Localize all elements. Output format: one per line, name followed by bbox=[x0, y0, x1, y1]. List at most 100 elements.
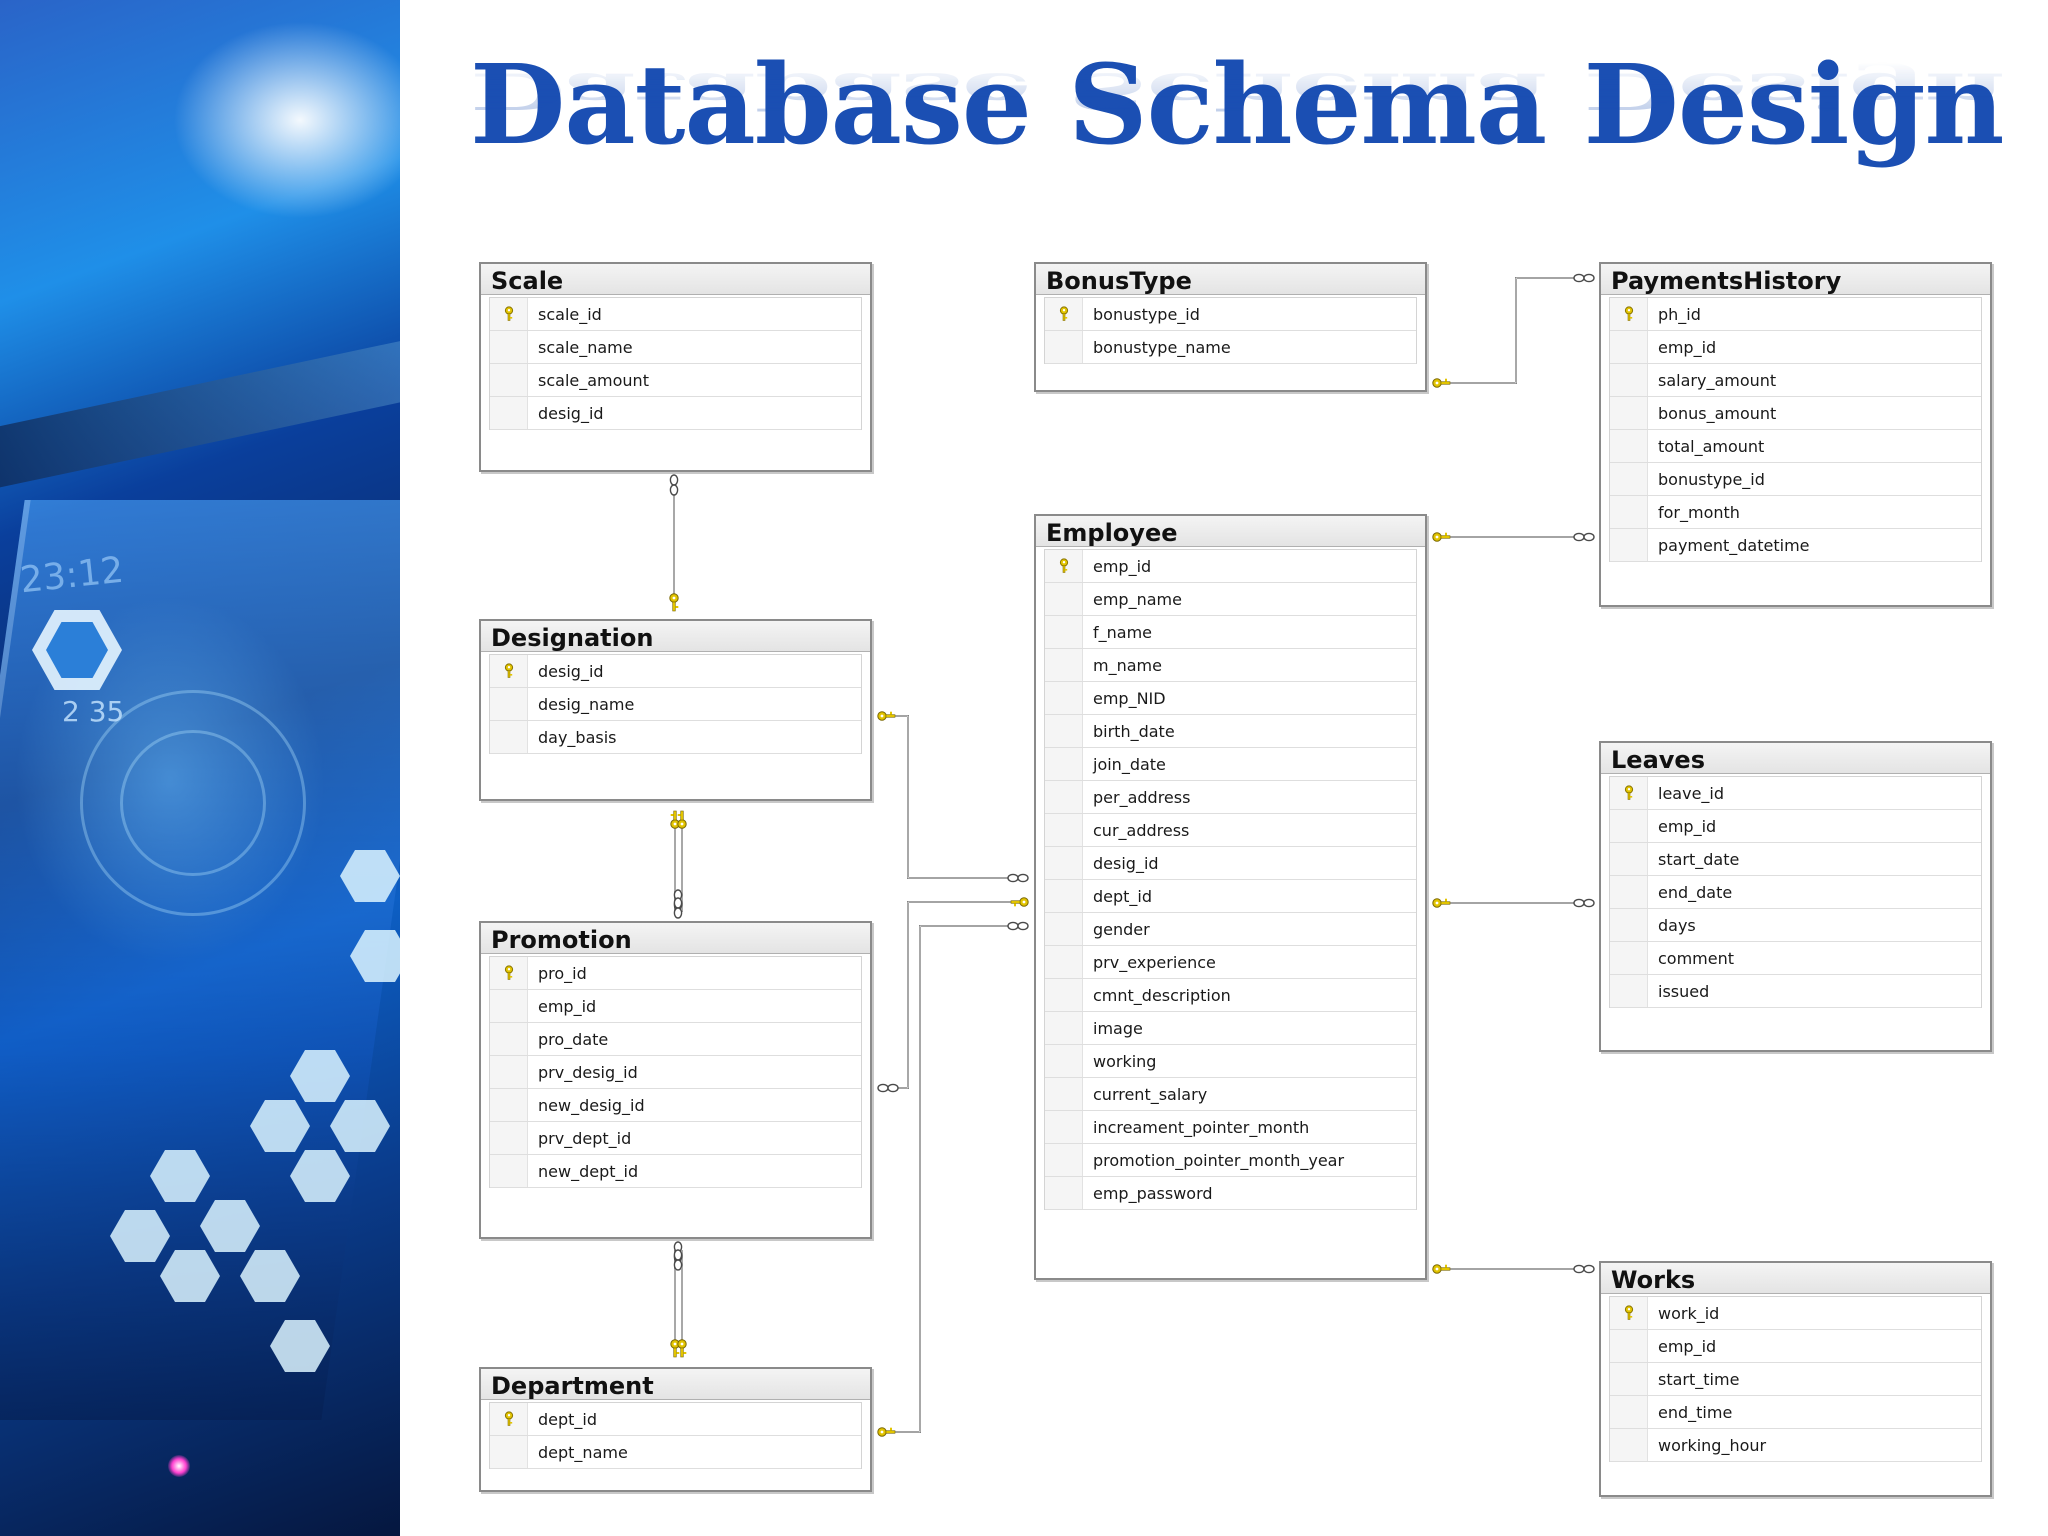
column-row[interactable]: end_date bbox=[1610, 876, 1981, 909]
column-row[interactable]: promotion_pointer_month_year bbox=[1045, 1144, 1416, 1177]
table-title[interactable]: Employee bbox=[1036, 516, 1425, 547]
column-name: end_date bbox=[1658, 882, 1733, 902]
row-selector bbox=[490, 1403, 528, 1435]
row-selector bbox=[490, 397, 528, 429]
column-row[interactable]: bonus_amount bbox=[1610, 397, 1981, 430]
column-row[interactable]: for_month bbox=[1610, 496, 1981, 529]
column-row[interactable]: cur_address bbox=[1045, 814, 1416, 847]
column-row[interactable]: days bbox=[1610, 909, 1981, 942]
column-row[interactable]: issued bbox=[1610, 975, 1981, 1008]
column-name: promotion_pointer_month_year bbox=[1093, 1150, 1345, 1170]
row-selector bbox=[490, 957, 528, 989]
column-row[interactable]: m_name bbox=[1045, 649, 1416, 682]
column-row[interactable]: pro_date bbox=[490, 1023, 861, 1056]
table-title[interactable]: Promotion bbox=[481, 923, 870, 954]
table-title[interactable]: Leaves bbox=[1601, 743, 1990, 774]
column-row[interactable]: desig_id bbox=[490, 655, 861, 688]
primary-key-icon bbox=[503, 306, 515, 322]
column-row[interactable]: per_address bbox=[1045, 781, 1416, 814]
column-row[interactable]: emp_id bbox=[1045, 550, 1416, 583]
column-name: desig_id bbox=[538, 661, 604, 681]
column-row[interactable]: current_salary bbox=[1045, 1078, 1416, 1111]
column-row[interactable]: desig_name bbox=[490, 688, 861, 721]
column-row[interactable]: total_amount bbox=[1610, 430, 1981, 463]
column-row[interactable]: dept_name bbox=[490, 1436, 861, 1469]
column-name: birth_date bbox=[1093, 721, 1175, 741]
row-selector bbox=[1045, 298, 1083, 330]
column-name: prv_desig_id bbox=[538, 1062, 638, 1082]
column-row[interactable]: cmnt_description bbox=[1045, 979, 1416, 1012]
column-name: days bbox=[1658, 915, 1696, 935]
column-row[interactable]: increament_pointer_month bbox=[1045, 1111, 1416, 1144]
row-selector bbox=[490, 1056, 528, 1088]
column-row[interactable]: working_hour bbox=[1610, 1429, 1981, 1462]
column-row[interactable]: payment_datetime bbox=[1610, 529, 1981, 562]
column-row[interactable]: emp_id bbox=[490, 990, 861, 1023]
column-row[interactable]: bonustype_id bbox=[1045, 298, 1416, 331]
column-row[interactable]: start_date bbox=[1610, 843, 1981, 876]
table-title[interactable]: PaymentsHistory bbox=[1601, 264, 1990, 295]
column-name: emp_NID bbox=[1093, 688, 1166, 708]
column-row[interactable]: prv_desig_id bbox=[490, 1056, 861, 1089]
one-end-key-icon bbox=[877, 711, 896, 721]
column-row[interactable]: emp_id bbox=[1610, 1330, 1981, 1363]
column-row[interactable]: f_name bbox=[1045, 616, 1416, 649]
column-row[interactable]: scale_id bbox=[490, 298, 861, 331]
column-row[interactable]: salary_amount bbox=[1610, 364, 1981, 397]
column-name: issued bbox=[1658, 981, 1710, 1001]
column-row[interactable]: scale_amount bbox=[490, 364, 861, 397]
column-row[interactable]: ph_id bbox=[1610, 298, 1981, 331]
column-row[interactable]: desig_id bbox=[490, 397, 861, 430]
column-row[interactable]: gender bbox=[1045, 913, 1416, 946]
table-title[interactable]: Designation bbox=[481, 621, 870, 652]
column-row[interactable]: join_date bbox=[1045, 748, 1416, 781]
column-row[interactable]: scale_name bbox=[490, 331, 861, 364]
primary-key-icon bbox=[503, 663, 515, 679]
column-row[interactable]: leave_id bbox=[1610, 777, 1981, 810]
primary-key-icon bbox=[1623, 306, 1635, 322]
column-name: prv_dept_id bbox=[538, 1128, 632, 1148]
column-row[interactable]: day_basis bbox=[490, 721, 861, 754]
column-row[interactable]: dept_id bbox=[1045, 880, 1416, 913]
column-row[interactable]: emp_NID bbox=[1045, 682, 1416, 715]
column-row[interactable]: emp_password bbox=[1045, 1177, 1416, 1210]
column-row[interactable]: start_time bbox=[1610, 1363, 1981, 1396]
column-row[interactable]: new_desig_id bbox=[490, 1089, 861, 1122]
column-name: comment bbox=[1658, 948, 1735, 968]
column-row[interactable]: emp_id bbox=[1610, 810, 1981, 843]
column-row[interactable]: emp_name bbox=[1045, 583, 1416, 616]
column-row[interactable]: dept_id bbox=[490, 1403, 861, 1436]
table-title[interactable]: BonusType bbox=[1036, 264, 1425, 295]
column-name: dept_name bbox=[538, 1442, 628, 1462]
column-row[interactable]: desig_id bbox=[1045, 847, 1416, 880]
row-selector bbox=[1045, 682, 1083, 714]
column-row[interactable]: work_id bbox=[1610, 1297, 1981, 1330]
table-title[interactable]: Department bbox=[481, 1369, 870, 1400]
column-row[interactable]: prv_experience bbox=[1045, 946, 1416, 979]
column-row[interactable]: bonustype_id bbox=[1610, 463, 1981, 496]
column-row[interactable]: new_dept_id bbox=[490, 1155, 861, 1188]
column-row[interactable]: image bbox=[1045, 1012, 1416, 1045]
table-title[interactable]: Scale bbox=[481, 264, 870, 295]
column-name: working_hour bbox=[1658, 1435, 1767, 1455]
column-row[interactable]: prv_dept_id bbox=[490, 1122, 861, 1155]
column-row[interactable]: working bbox=[1045, 1045, 1416, 1078]
column-row[interactable]: comment bbox=[1610, 942, 1981, 975]
column-row[interactable]: birth_date bbox=[1045, 715, 1416, 748]
table-title[interactable]: Works bbox=[1601, 1263, 1990, 1294]
column-row[interactable]: bonustype_name bbox=[1045, 331, 1416, 364]
column-row[interactable]: emp_id bbox=[1610, 331, 1981, 364]
column-row[interactable]: pro_id bbox=[490, 957, 861, 990]
rel-line-designation-employee bbox=[882, 715, 1024, 879]
row-selector bbox=[1610, 843, 1648, 875]
column-row[interactable]: end_time bbox=[1610, 1396, 1981, 1429]
